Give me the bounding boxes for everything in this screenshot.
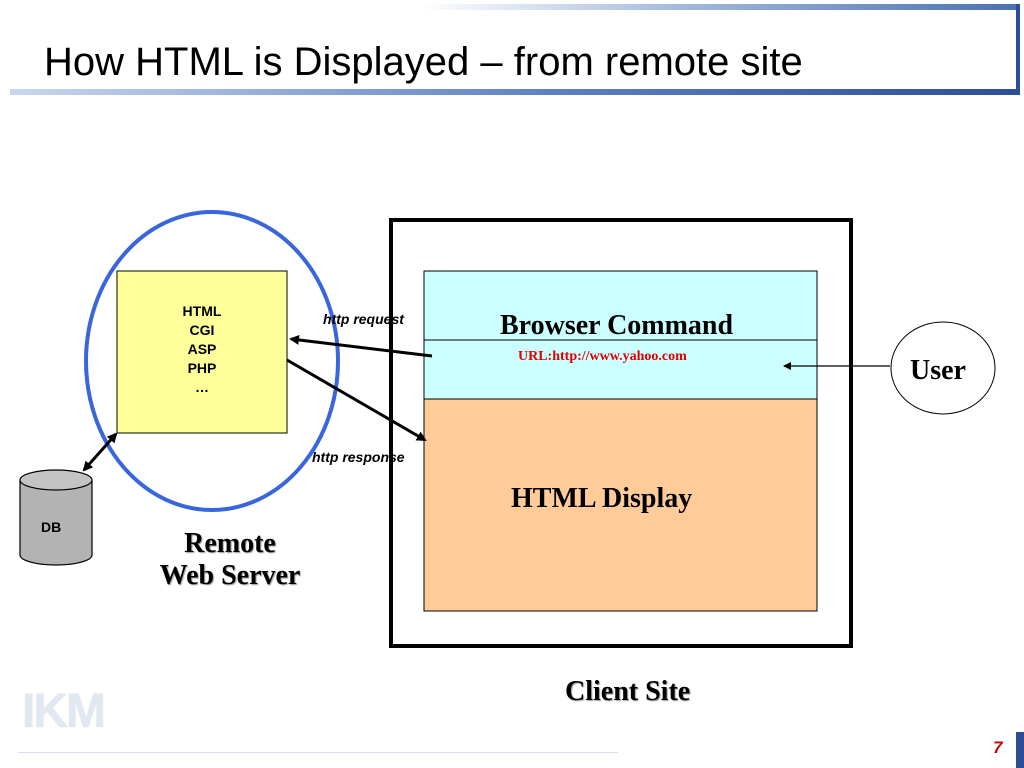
server-tech-item: … xyxy=(195,379,209,395)
server-tech-item: HTML xyxy=(182,303,222,319)
corner-accent xyxy=(1016,732,1024,768)
remote-server-label: Remote Web Server xyxy=(130,528,330,592)
slide-title: How HTML is Displayed – from remote site xyxy=(44,40,803,84)
http-response-label: http response xyxy=(312,449,405,465)
server-technologies: HTML CGI ASP PHP … xyxy=(118,302,286,397)
database-cylinder xyxy=(19,469,93,566)
server-box xyxy=(116,270,288,434)
ikm-logo: IKM xyxy=(22,685,106,738)
top-decor-bar xyxy=(420,4,1020,10)
user-circle xyxy=(890,321,996,415)
db-server-arrow xyxy=(82,432,118,472)
user-label: User xyxy=(910,355,966,386)
server-tech-item: ASP xyxy=(187,341,217,357)
http-request-arrow xyxy=(289,334,433,358)
title-frame-edge xyxy=(1016,4,1020,95)
page-number: 7 xyxy=(993,738,1003,757)
footer-divider xyxy=(18,752,618,753)
http-request-label: http request xyxy=(323,311,404,327)
remote-label-line2: Web Server xyxy=(159,560,301,591)
html-display-area xyxy=(423,398,818,612)
title-underline xyxy=(10,89,1020,95)
url-text: URL:http://www.yahoo.com xyxy=(518,349,687,364)
remote-label-line1: Remote xyxy=(184,528,276,559)
db-label: DB xyxy=(41,519,62,535)
server-tech-item: CGI xyxy=(189,322,215,338)
browser-command-label: Browser Command xyxy=(500,310,734,341)
html-display-label: HTML Display xyxy=(511,483,693,514)
server-tech-item: PHP xyxy=(187,360,217,376)
http-response-arrow xyxy=(286,358,427,442)
remote-server-circle xyxy=(84,210,340,512)
client-site-frame xyxy=(389,218,853,648)
client-site-label: Client Site xyxy=(565,676,691,707)
